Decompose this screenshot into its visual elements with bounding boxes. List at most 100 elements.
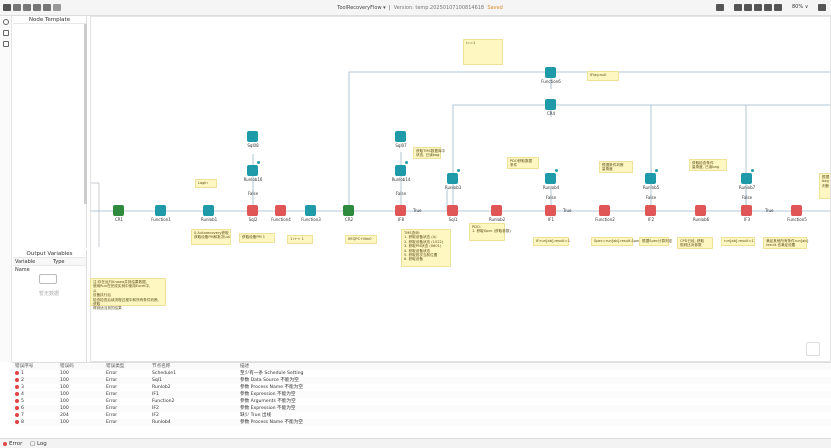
note-iflag[interactable]: IFlag:null (587, 71, 619, 81)
flow-canvas[interactable]: CR1 Function1 Runlob1 Sql2 Function4 Fun… (90, 16, 831, 362)
node-function4[interactable] (275, 205, 286, 216)
error-index-text: 1 (21, 371, 24, 376)
note-condition[interactable]: 根据条件判断 量角度 (599, 161, 633, 173)
zoom-select[interactable]: 80% ∨ (792, 4, 809, 10)
node-if3[interactable] (741, 205, 752, 216)
error-node: Schedule1 (152, 371, 177, 376)
node-if2[interactable] (645, 205, 656, 216)
node-sql08-label: Sql08 (247, 143, 259, 148)
node-function2[interactable] (599, 205, 610, 216)
node-runlob4-label: Runlob4 (542, 185, 560, 190)
error-code: 100 (60, 420, 69, 425)
note-condition2[interactable]: 获取检查条件 量角度, 已读bag (689, 159, 727, 171)
node-runlob2-label: Runlob2 (488, 217, 506, 222)
node-sql07[interactable] (395, 131, 406, 142)
node-runlob5[interactable] (645, 173, 656, 184)
note-login[interactable]: Login (195, 179, 217, 188)
node-runlob4[interactable] (545, 173, 556, 184)
save-icon[interactable] (3, 4, 11, 11)
node-if8[interactable] (395, 205, 406, 216)
view-icon-4[interactable] (764, 4, 772, 11)
node-cr1[interactable] (113, 205, 124, 216)
error-node: IF1 (152, 392, 159, 397)
view-icon-1[interactable] (734, 4, 742, 11)
nodes-icon[interactable] (3, 30, 9, 36)
note-if-result[interactable]: IF:run[ab].result=1 (533, 237, 570, 246)
node-sql07-label: Sql07 (395, 143, 407, 148)
note-tms-query[interactable]: TMS查询: 1. 获取设备状态 (A) 2. 获取设备状态 (1022) 3.… (401, 229, 451, 267)
node-cr4[interactable] (545, 99, 556, 110)
node-runlob2[interactable] (491, 205, 502, 216)
node-function3-label: Function3 (301, 217, 321, 222)
note-description[interactable]: 注:存在运行Knowo并到结果数据, 使用Run在完成实例中使用Excel中, … (90, 278, 166, 310)
info-icon[interactable] (3, 19, 9, 25)
error-type: Error (106, 378, 118, 383)
run-icon[interactable] (43, 4, 51, 11)
node-panel-scrollbar[interactable] (84, 24, 87, 204)
map-icon[interactable] (806, 342, 820, 356)
view-icon-5[interactable] (774, 4, 782, 11)
top-toolbar: ToolRecoveryFlow ▾ | Version: temp.20250… (0, 0, 831, 16)
error-icon (15, 377, 19, 382)
view-icon-2[interactable] (744, 4, 752, 11)
note-pdo[interactable]: PDO: 1. 获取Spec (获取参数) (469, 223, 511, 241)
note-run-result[interactable]: run[ab].result=1 (721, 237, 755, 246)
note-autorecovery[interactable]: 0.Autorecovery获取 获取设备PM和批次Lot (191, 229, 231, 245)
node-function3[interactable] (305, 205, 316, 216)
copy-icon[interactable] (3, 41, 9, 47)
node-cr2[interactable] (343, 205, 354, 216)
tab-error-label: Error (9, 441, 23, 447)
view-icon-3[interactable] (754, 4, 762, 11)
node-runlob6[interactable] (695, 205, 706, 216)
node-runlob16[interactable] (247, 165, 258, 176)
note-i-increment[interactable]: 1 i++ 1 (287, 235, 313, 244)
flow-name[interactable]: ToolRecoveryFlow ▾ (337, 5, 386, 11)
note-spec-judge[interactable]: 根据Spec计算判定 (639, 237, 672, 246)
error-node: Function2 (152, 399, 175, 404)
note-ifeqp[interactable]: IfEQPC+Nm0 (345, 235, 377, 244)
error-icon (15, 370, 19, 375)
node-sql2[interactable] (247, 205, 258, 216)
note-cpd[interactable]: CPD已经, 获取 规则比对参数 (677, 237, 713, 249)
home-icon[interactable] (716, 4, 724, 11)
note-tail[interactable]: 根据 bag 判断 (819, 173, 830, 199)
error-index-text: 6 (21, 406, 24, 411)
settings-icon[interactable] (818, 4, 826, 11)
note-i-eq-1[interactable]: i==1 (463, 39, 503, 65)
node-if1-label: IF1 (547, 217, 555, 222)
note-get-pm[interactable]: 获取设备PM 1 (239, 233, 275, 243)
undo-icon[interactable] (13, 4, 21, 11)
flow-title[interactable]: ToolRecoveryFlow ▾ | Version: temp.20250… (337, 5, 503, 11)
note-other-conditions[interactable]: 满足其他所有条件run[ab]. result.也满足设置 (763, 237, 809, 249)
node-runlob7[interactable] (741, 173, 752, 184)
node-function6[interactable] (545, 67, 556, 78)
tab-error[interactable]: Error (3, 440, 22, 448)
node-function1[interactable] (155, 205, 166, 216)
tab-log[interactable]: ▢ Log (30, 441, 47, 447)
note-tms-db[interactable]: 获取TMS数据库中 状态, 已读bag (413, 147, 445, 159)
error-index: 7 (12, 412, 60, 419)
node-if1[interactable] (545, 205, 556, 216)
node-runlob7-badge (750, 168, 755, 173)
edit-icon[interactable] (33, 4, 41, 11)
tab-log-label: Log (36, 441, 47, 447)
node-runlob14[interactable] (395, 165, 406, 176)
node-cr1-label: CR1 (114, 217, 124, 222)
node-runlob1[interactable] (203, 205, 214, 216)
node-sql08[interactable] (247, 131, 258, 142)
note-pdo-data[interactable]: PDO获取数据 条件 (507, 157, 539, 169)
redo-icon[interactable] (23, 4, 31, 11)
note-spec[interactable]: Spec=run[ab].result.Spec (591, 237, 640, 246)
grid-icon[interactable] (53, 4, 61, 11)
node-runlob3[interactable] (447, 173, 458, 184)
node-sql1[interactable] (447, 205, 458, 216)
node-function5[interactable] (791, 205, 802, 216)
